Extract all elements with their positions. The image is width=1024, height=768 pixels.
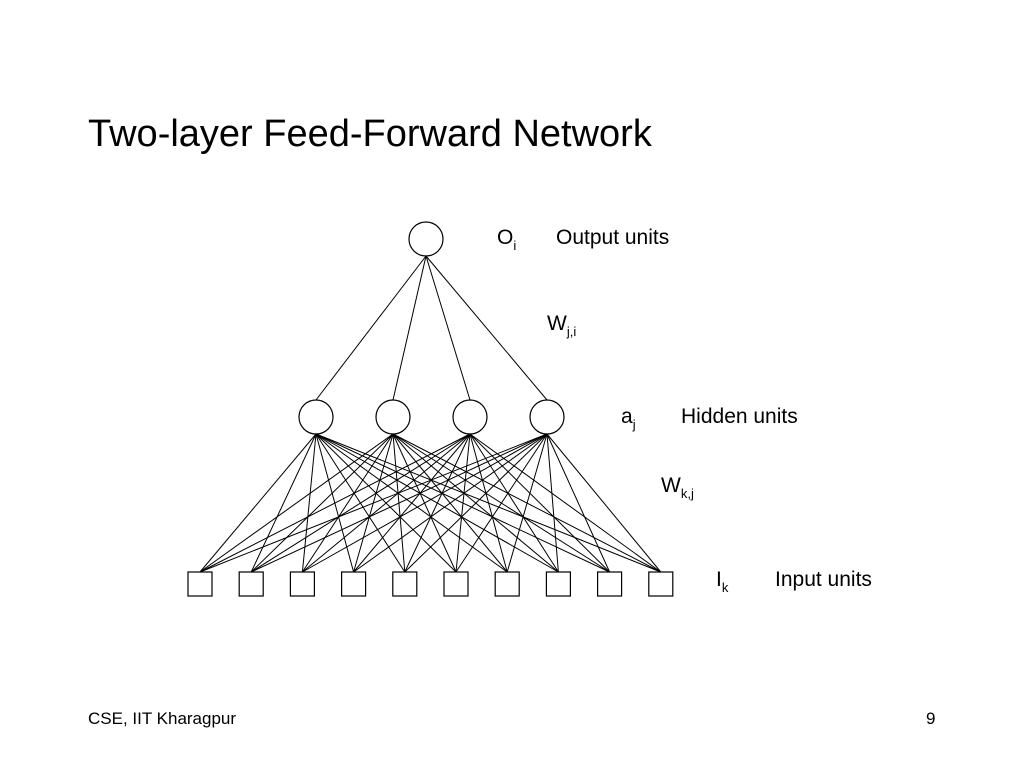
connection-input-hidden: [250, 433, 394, 573]
footer-institution: CSE, IIT Kharagpur: [88, 709, 237, 728]
connection-input-hidden: [404, 433, 471, 573]
connection-input-hidden: [301, 433, 317, 573]
connection-hidden-output: [392, 255, 427, 401]
connection-input-hidden: [546, 433, 611, 573]
connection-hidden-output: [425, 255, 471, 401]
connection-input-hidden: [469, 433, 610, 573]
hidden-symbol: aj: [621, 405, 636, 432]
hidden-unit: [452, 399, 488, 435]
input-units-label: Input units: [775, 568, 872, 591]
input-unit: [648, 571, 674, 597]
connection-input-hidden: [250, 433, 548, 573]
connection-input-hidden: [199, 433, 548, 573]
connection-input-hidden: [404, 433, 548, 573]
connection-input-hidden: [302, 433, 548, 573]
nodes: [187, 221, 674, 597]
connection-input-hidden: [302, 433, 471, 573]
connection-input-hidden: [455, 433, 471, 573]
hidden-unit: [529, 399, 565, 435]
output-units-label: Output units: [556, 226, 669, 249]
input-unit: [443, 571, 469, 597]
input-weights-symbol: Wk,j: [661, 474, 694, 501]
input-unit: [392, 571, 418, 597]
input-unit: [238, 571, 264, 597]
input-unit: [596, 571, 623, 597]
connection-input-hidden: [199, 433, 471, 573]
connection-hidden-output: [425, 255, 548, 401]
connection-input-hidden: [353, 433, 548, 573]
connections: [199, 255, 662, 573]
connection-input-hidden: [250, 433, 317, 573]
connection-hidden-output: [315, 255, 427, 401]
connection-input-hidden: [455, 433, 548, 573]
input-unit: [341, 571, 367, 597]
output-symbol: Oi: [497, 226, 516, 253]
connection-input-hidden: [546, 433, 559, 573]
hidden-unit: [298, 399, 334, 435]
connection-input-hidden: [301, 433, 394, 573]
connection-input-hidden: [469, 433, 662, 573]
input-unit: [289, 571, 315, 597]
connection-input-hidden: [199, 433, 394, 573]
hidden-unit: [375, 399, 411, 435]
connection-input-hidden: [469, 433, 559, 573]
hidden-units-label: Hidden units: [681, 405, 798, 428]
input-unit: [545, 571, 572, 597]
connection-input-hidden: [546, 433, 662, 573]
connection-input-hidden: [353, 433, 471, 573]
page-number: 9: [926, 709, 936, 728]
connection-input-hidden: [469, 433, 508, 573]
output-unit: [408, 221, 444, 257]
hidden-weights-symbol: Wj,i: [547, 312, 576, 339]
connection-input-hidden: [506, 433, 548, 573]
connection-input-hidden: [250, 433, 471, 573]
input-unit: [187, 571, 213, 597]
input-unit: [494, 571, 520, 597]
input-symbol: Ik: [716, 568, 729, 595]
connection-input-hidden: [199, 433, 317, 573]
slide-title: Two-layer Feed-Forward Network: [88, 113, 652, 155]
